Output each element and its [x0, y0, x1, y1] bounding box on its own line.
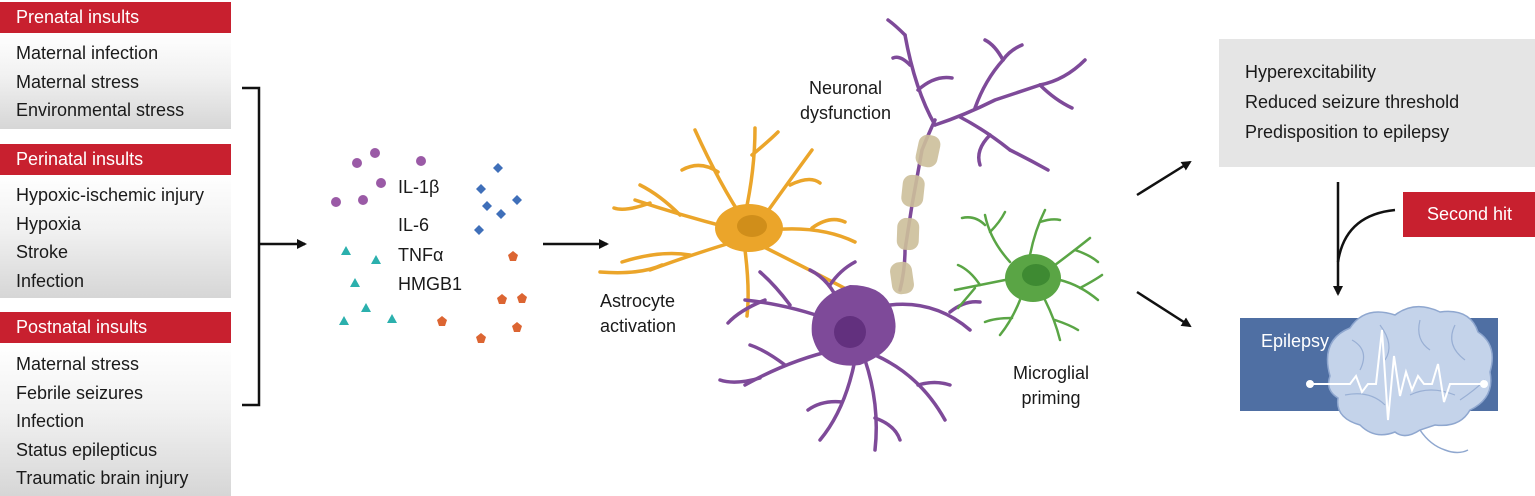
prenatal-item: Environmental stress: [16, 100, 185, 120]
mediator-tnfa: TNFα: [398, 245, 444, 265]
epilepsy-label: Epilepsy: [1261, 331, 1330, 351]
postnatal-item: Maternal stress: [16, 354, 140, 374]
neuron-label: Neuronal dysfunction: [800, 78, 892, 123]
postnatal-item: Status epilepticus: [16, 439, 158, 460]
outcome-item: Predisposition to epilepsy: [1245, 122, 1450, 142]
diamond-markers: [474, 163, 522, 235]
insult-bracket: [242, 86, 261, 407]
postnatal-list: Maternal stress Febrile seizures Infecti…: [0, 344, 231, 496]
second-hit-connector: [1336, 208, 1396, 263]
perinatal-title: Perinatal insults: [16, 149, 144, 169]
perinatal-item: Hypoxia: [16, 213, 82, 234]
perinatal-item: Stroke: [16, 242, 69, 262]
triangle-markers: [339, 246, 397, 325]
myelin-sheath: [890, 134, 941, 295]
astrocyte-label: Astrocyte activation: [600, 291, 677, 336]
microglia-nucleus: [1022, 264, 1050, 286]
prenatal-list: Maternal infection Maternal stress Envir…: [0, 33, 231, 129]
mediator-hmgb1: HMGB1: [398, 274, 463, 294]
postnatal-item: Febrile seizures: [16, 382, 144, 403]
perinatal-item: Hypoxic-ischemic injury: [16, 185, 205, 205]
neuron-nucleus: [834, 316, 866, 348]
circle-markers: [331, 148, 426, 207]
prenatal-item: Maternal infection: [16, 43, 159, 63]
astrocyte-nucleus: [737, 215, 767, 237]
outcome-box: Hyperexcitability Reduced seizure thresh…: [1219, 39, 1535, 167]
postnatal-title: Postnatal insults: [16, 317, 148, 337]
prenatal-item: Maternal stress: [16, 71, 140, 92]
mediator-il1b: IL-1β: [398, 177, 440, 197]
arrow-to-epilepsy: [1136, 290, 1192, 328]
perinatal-list: Hypoxic-ischemic injury Hypoxia Stroke I…: [0, 175, 231, 298]
perinatal-header: Perinatal insults: [0, 144, 231, 175]
perinatal-item: Infection: [16, 270, 85, 291]
outcome-item: Reduced seizure threshold: [1245, 92, 1460, 112]
postnatal-item: Traumatic brain injury: [16, 468, 189, 488]
second-hit-badge: Second hit: [1403, 192, 1535, 237]
postnatal-item: Infection: [16, 411, 85, 431]
prenatal-header: Prenatal insults: [0, 2, 231, 33]
microglia-cell: [953, 208, 1104, 342]
prenatal-title: Prenatal insults: [16, 7, 140, 27]
outcome-item: Hyperexcitability: [1245, 62, 1377, 82]
arrow-to-outcomes: [1136, 160, 1192, 197]
microglia-label: Microglial priming: [1013, 363, 1090, 408]
pentagon-markers: [437, 251, 527, 343]
mediator-il6: IL-6: [398, 215, 430, 235]
postnatal-header: Postnatal insults: [0, 312, 231, 343]
